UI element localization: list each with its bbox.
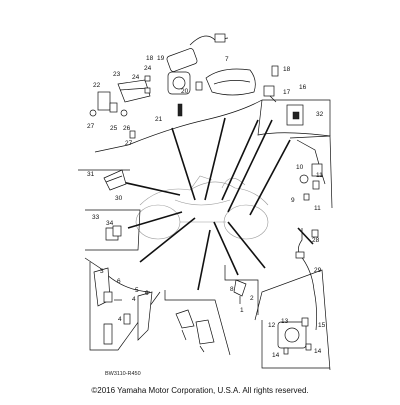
part-label-27: 27 bbox=[125, 140, 133, 147]
part-label-11: 11 bbox=[316, 172, 323, 179]
part-label-25: 25 bbox=[110, 125, 118, 132]
part-label-17: 17 bbox=[283, 89, 291, 96]
part-label-6: 6 bbox=[145, 290, 149, 297]
part-label-33: 33 bbox=[92, 214, 100, 221]
part-label-7: 7 bbox=[225, 56, 229, 63]
ignition-assembly bbox=[89, 33, 229, 139]
part-label-24: 24 bbox=[132, 74, 140, 81]
part-label-4: 4 bbox=[132, 296, 136, 303]
handlebar-switches bbox=[93, 267, 153, 345]
part-label-1: 1 bbox=[240, 307, 244, 314]
part-label-3: 3 bbox=[100, 268, 104, 275]
part-label-5: 5 bbox=[135, 287, 139, 294]
part-label-15: 15 bbox=[318, 322, 326, 329]
part-label-16: 16 bbox=[299, 84, 307, 91]
part-label-4: 4 bbox=[118, 316, 122, 323]
part-label-19: 19 bbox=[157, 55, 165, 62]
part-label-10: 10 bbox=[296, 164, 304, 171]
rear-harness bbox=[277, 228, 319, 355]
part-label-18: 18 bbox=[146, 55, 154, 62]
part-label-23: 23 bbox=[113, 71, 121, 78]
part-label-12: 12 bbox=[268, 322, 276, 329]
copyright-notice: ©2016 Yamaha Motor Corporation, U.S.A. A… bbox=[91, 386, 309, 395]
part-label-22: 22 bbox=[93, 82, 101, 89]
part-label-18: 18 bbox=[283, 66, 291, 73]
motorcycle-outline bbox=[135, 175, 269, 240]
bottom-center-switches bbox=[175, 279, 247, 353]
part-label-28: 28 bbox=[312, 237, 320, 244]
part-label-34: 34 bbox=[106, 220, 114, 227]
leader-lines bbox=[121, 117, 314, 291]
part-label-21: 21 bbox=[155, 116, 163, 123]
part-label-14: 14 bbox=[314, 348, 322, 355]
part-label-2: 2 bbox=[250, 295, 254, 302]
part-label-29: 29 bbox=[314, 267, 322, 274]
part-label-24: 24 bbox=[144, 65, 152, 72]
part-label-27: 27 bbox=[87, 123, 95, 130]
part-label-30: 30 bbox=[115, 195, 123, 202]
part-label-14: 14 bbox=[272, 352, 280, 359]
part-label-9: 9 bbox=[291, 197, 295, 204]
figure-reference-code: BW3110-R450 bbox=[105, 371, 141, 377]
part-label-31: 31 bbox=[87, 171, 95, 178]
part-label-6: 6 bbox=[117, 278, 121, 285]
part-label-8: 8 bbox=[230, 286, 234, 293]
part-label-20: 20 bbox=[181, 88, 189, 95]
relay-parts bbox=[263, 65, 304, 126]
part-label-13: 13 bbox=[281, 318, 289, 325]
meter-assembly bbox=[205, 68, 256, 96]
left-mid-parts bbox=[103, 169, 127, 241]
right-sensors bbox=[296, 139, 326, 201]
part-label-26: 26 bbox=[123, 125, 131, 132]
group-boundaries bbox=[78, 99, 333, 371]
part-label-32: 32 bbox=[316, 111, 324, 118]
part-label-11: 11 bbox=[314, 205, 321, 212]
